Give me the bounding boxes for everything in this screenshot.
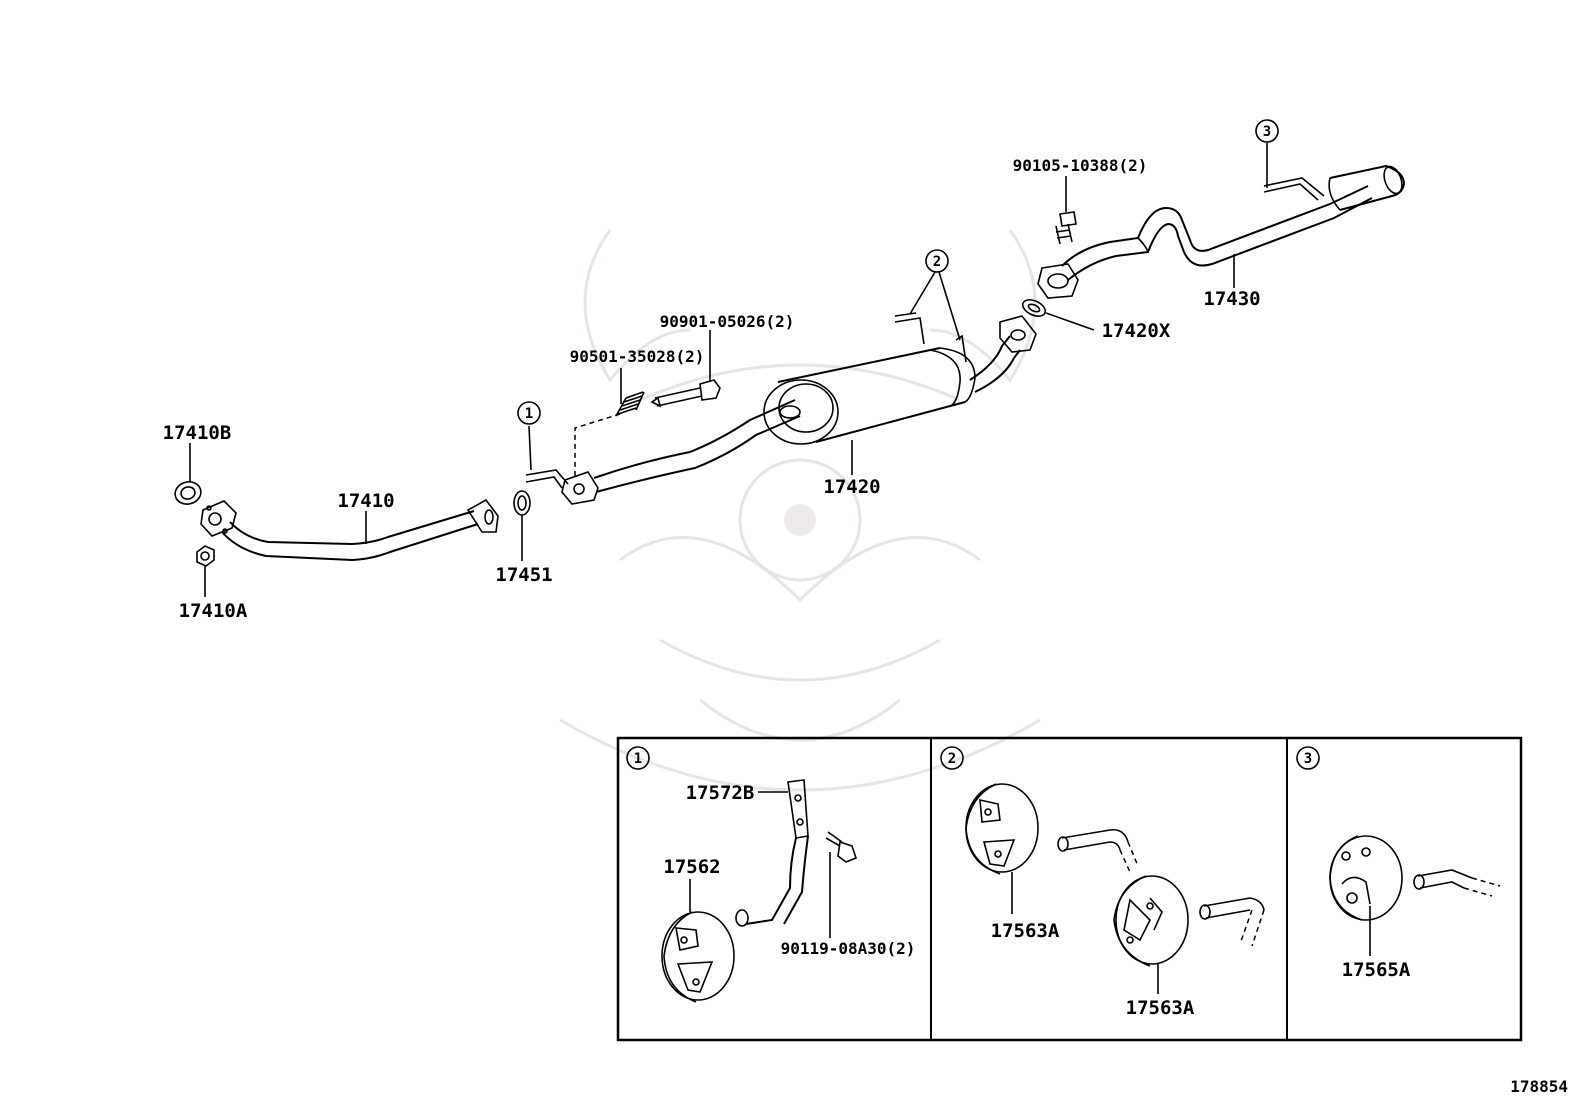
label-17410: 17410 <box>337 490 394 512</box>
marker-2: 2 <box>925 249 949 273</box>
label-17563A-bottom: 17563A <box>1126 997 1195 1019</box>
label-17420X: 17420X <box>1102 320 1171 342</box>
gasket-17451 <box>513 490 531 516</box>
inset-3: 3 17565A <box>1296 746 1501 981</box>
bolt-90105 <box>1055 211 1077 245</box>
inset-panels <box>616 736 1523 1042</box>
label-90501-35028: 90501-35028(2) <box>570 347 705 366</box>
spring-90501 <box>615 391 645 417</box>
inset-1: 1 17572B 17562 90119-08A30(2) <box>626 746 916 1003</box>
tail-pipe-17430 <box>1037 164 1406 299</box>
gasket-17410B <box>174 481 202 505</box>
leader-lines <box>189 143 1268 597</box>
svg-text:1: 1 <box>634 751 642 767</box>
label-17410B: 17410B <box>163 422 232 444</box>
watermark-logo <box>559 229 1041 792</box>
label-17565A: 17565A <box>1342 959 1411 981</box>
label-90105-10388: 90105-10388(2) <box>1013 156 1148 175</box>
label-17562: 17562 <box>663 856 720 878</box>
svg-text:3: 3 <box>1304 751 1312 767</box>
svg-text:2: 2 <box>933 254 941 270</box>
label-17410A: 17410A <box>179 600 248 622</box>
nut-17410A <box>196 545 215 567</box>
marker-1: 1 <box>517 401 541 425</box>
label-17451: 17451 <box>495 564 552 586</box>
svg-text:2: 2 <box>948 751 956 767</box>
inset-2: 2 17563A 17563A <box>940 746 1265 1019</box>
center-pipe-muffler-17420 <box>525 312 1037 505</box>
label-17430: 17430 <box>1203 288 1260 310</box>
label-90119-08A30: 90119-08A30(2) <box>781 939 916 958</box>
label-17572B: 17572B <box>686 782 755 804</box>
marker-3: 3 <box>1255 119 1279 143</box>
front-pipe-17410 <box>200 498 499 562</box>
label-90901-05026: 90901-05026(2) <box>660 312 795 331</box>
diagram-id: 178854 <box>1510 1077 1568 1096</box>
svg-text:3: 3 <box>1263 124 1271 140</box>
label-17563A-top: 17563A <box>991 920 1060 942</box>
bolt-90901 <box>650 379 721 408</box>
gasket-17420X <box>1021 299 1047 317</box>
svg-text:1: 1 <box>525 406 533 422</box>
label-17420: 17420 <box>823 476 880 498</box>
